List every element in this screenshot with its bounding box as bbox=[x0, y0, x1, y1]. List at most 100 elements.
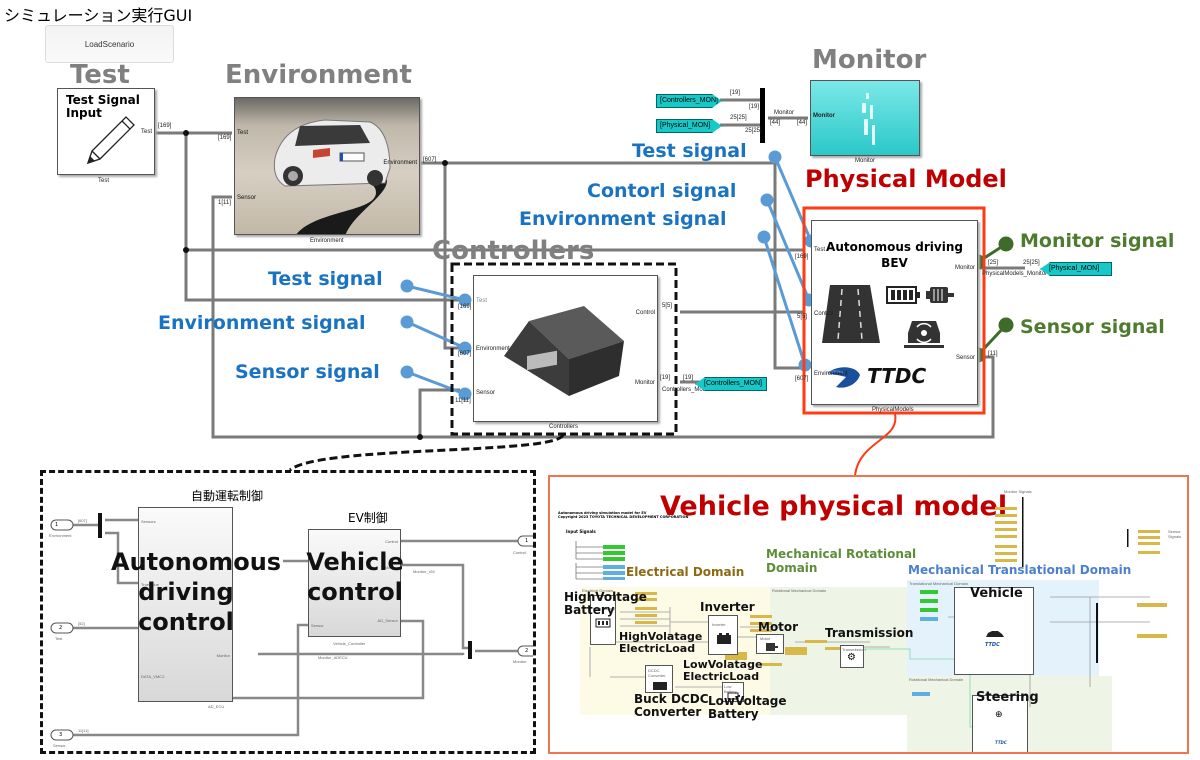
ad-port-data-vmc2: DATA_VMC2 bbox=[141, 674, 165, 679]
battery-icon bbox=[727, 692, 740, 700]
signal-label: [19] bbox=[730, 90, 741, 96]
environment-port-sensor: Sensor bbox=[237, 195, 257, 201]
vehicle-physical-model-panel: Vehicle physical model Autonomous drivin… bbox=[548, 475, 1189, 754]
goto-physical-mon[interactable]: [Physical_MON] bbox=[1040, 262, 1112, 276]
test-block-title-2: Input bbox=[66, 106, 102, 120]
model-header-line-1: Autonomous driving simulation model for … bbox=[558, 511, 647, 515]
callout-test-signal-controllers: Test signal bbox=[268, 268, 383, 290]
vehicle-controller-block[interactable]: Control Monitor Sensor AD_Sensor bbox=[308, 529, 401, 637]
motor-block[interactable]: Motor bbox=[756, 634, 784, 654]
hv-load-label-1: HighVolatage bbox=[619, 630, 703, 643]
physical-title-2: BEV bbox=[881, 256, 908, 270]
callout-monitor-signal: Monitor signal bbox=[1020, 230, 1175, 252]
line-label: PhysicalModels_Monitor bbox=[982, 271, 1048, 277]
section-title-environment: Environment bbox=[225, 60, 412, 90]
monitor-block-name: Monitor bbox=[855, 158, 876, 164]
vehicle-physical-model-title: Vehicle physical model bbox=[660, 491, 1008, 522]
section-title-test: Test bbox=[70, 60, 130, 90]
signal-label: 25[25] bbox=[730, 115, 747, 121]
environment-block-name: Environment bbox=[310, 238, 344, 244]
vehicle-ttdc-logo: TTDC bbox=[985, 642, 1000, 648]
lv-battery-label: LowVoltage Battery bbox=[708, 695, 787, 720]
motor-label: Motor bbox=[758, 620, 799, 634]
ev-port-sensor: Sensor bbox=[311, 623, 324, 628]
test-block-title-1: Test Signal bbox=[66, 93, 140, 107]
physical-port-sensor: Sensor bbox=[955, 355, 975, 361]
rotational-domain-small-label: Rotational Mechanical Domain bbox=[772, 588, 827, 593]
dcdc-converter-block[interactable]: DCDC Converter bbox=[645, 665, 673, 693]
inverter-small-name: Inverter bbox=[712, 622, 726, 627]
dcdc-small-name: DCDC Converter bbox=[648, 668, 666, 678]
ev-overlay-line-1: Vehicle bbox=[306, 548, 404, 576]
dcdc-label-1: Buck DCDC bbox=[634, 692, 709, 706]
physical-models-block[interactable]: Autonomous driving BEV TTDC Test Control… bbox=[811, 220, 978, 405]
environment-port-test: Test bbox=[237, 130, 249, 136]
signal-label: [19] bbox=[683, 375, 694, 381]
ad-overlay-line-2: driving bbox=[138, 578, 234, 606]
signal-label: [607] bbox=[423, 157, 437, 163]
rotational-domain-2-small-label: Rotational Mechanical Domain bbox=[909, 677, 964, 682]
ad-overlay-label: Autonomous driving control bbox=[111, 547, 282, 637]
signal-label: 5[5] bbox=[797, 314, 808, 320]
ev-port-monitor: Monitor bbox=[384, 565, 398, 570]
inport-2-number: 2 bbox=[59, 625, 63, 631]
monitor-bus-creator bbox=[760, 88, 765, 143]
physical-block-name: PhysicalModels bbox=[872, 407, 914, 413]
test-signal-block[interactable]: Test Signal Input Test bbox=[57, 88, 155, 175]
steering-block[interactable]: ⊕ TTDC bbox=[972, 695, 1028, 752]
hv-load-label-2: ElectricLoad bbox=[619, 641, 696, 655]
inverter-block[interactable]: Inverter bbox=[708, 615, 738, 655]
ecu-image bbox=[504, 306, 624, 396]
outport-1-label: Control bbox=[513, 550, 526, 555]
wire-env-to-controllers bbox=[443, 163, 460, 350]
car-on-road-image bbox=[273, 119, 391, 234]
electrical-domain-small-label: Electrical Domain bbox=[582, 588, 614, 593]
signal-label: [169] bbox=[458, 304, 472, 310]
mech-rot-line-1: Mechanical Rotational bbox=[766, 547, 917, 561]
environment-block[interactable]: Test Sensor Environment bbox=[234, 97, 420, 235]
signal-label: [19] bbox=[749, 104, 760, 110]
test-block-name: Test bbox=[98, 178, 110, 184]
line-label-monitor-adecu: Monitor_ADECU bbox=[318, 655, 348, 660]
physical-highlight bbox=[802, 206, 986, 415]
controllers-block[interactable]: Test Environment Sensor Control Monitor bbox=[473, 275, 658, 422]
vehicle-block[interactable]: TTDC bbox=[954, 587, 1034, 675]
outport-1-number: 1 bbox=[525, 538, 529, 544]
monitor-block[interactable]: Monitor bbox=[810, 80, 920, 156]
lv-load-label-2: ElectricLoad bbox=[683, 669, 760, 683]
ttdc-logo: TTDC bbox=[826, 363, 926, 389]
lv-load-label: LowVolatage ElectricLoad bbox=[683, 659, 762, 682]
wire-sensor-to-controllers bbox=[418, 388, 460, 437]
battery-icon bbox=[886, 286, 920, 304]
controllers-zoom-connector bbox=[289, 433, 565, 472]
ev-overlay-line-2: control bbox=[307, 578, 403, 606]
callout-environment-signal-physical: Environment signal bbox=[519, 208, 727, 230]
ad-ecu-block[interactable]: Sensors TrueValue Test DATA_VMC2 Monitor bbox=[138, 507, 233, 702]
sensor-signals-label: Sensor Signals bbox=[1168, 529, 1182, 539]
controllers-port-sensor: Sensor bbox=[476, 390, 496, 396]
lv-battery-label-1: LowVoltage bbox=[708, 694, 787, 708]
dcdc-label-2: Converter bbox=[634, 704, 702, 719]
goto-controllers-mon[interactable]: [Controllers_MON] bbox=[695, 377, 767, 391]
from-physical-mon[interactable]: [Physical_MON] bbox=[656, 119, 722, 133]
ad-overlay-line-1: Autonomous bbox=[111, 548, 282, 576]
motor-icon bbox=[926, 287, 954, 303]
callout-environment-signal-controllers: Environment signal bbox=[158, 312, 366, 334]
transmission-label: Transmission bbox=[825, 626, 914, 640]
ad-block-name: AD_ECU bbox=[208, 704, 225, 709]
signal-label: [52] bbox=[78, 621, 85, 626]
from-controllers-mon[interactable]: [Controllers_MON] bbox=[656, 94, 722, 108]
lv-battery-small-name: Low Battery bbox=[724, 684, 737, 694]
hv-battery-block[interactable]: High Battery bbox=[590, 595, 616, 645]
vehicle-label: Vehicle bbox=[970, 586, 1023, 601]
mech-rot-line-2: Domain bbox=[766, 561, 818, 575]
gears-icon: ⚙ bbox=[847, 652, 856, 663]
ev-port-control: Control bbox=[385, 539, 398, 544]
callout-control-signal-physical: Contorl signal bbox=[587, 180, 737, 202]
hv-load-label: HighVolatage ElectricLoad bbox=[619, 631, 702, 654]
inport-3-number: 3 bbox=[59, 732, 63, 738]
pencil-icon bbox=[86, 116, 135, 165]
lv-battery-block[interactable]: Low Battery bbox=[722, 682, 744, 702]
load-scenario-button[interactable]: LoadScenario bbox=[45, 25, 174, 63]
transmission-block[interactable]: Transmission ⚙ bbox=[840, 645, 866, 668]
